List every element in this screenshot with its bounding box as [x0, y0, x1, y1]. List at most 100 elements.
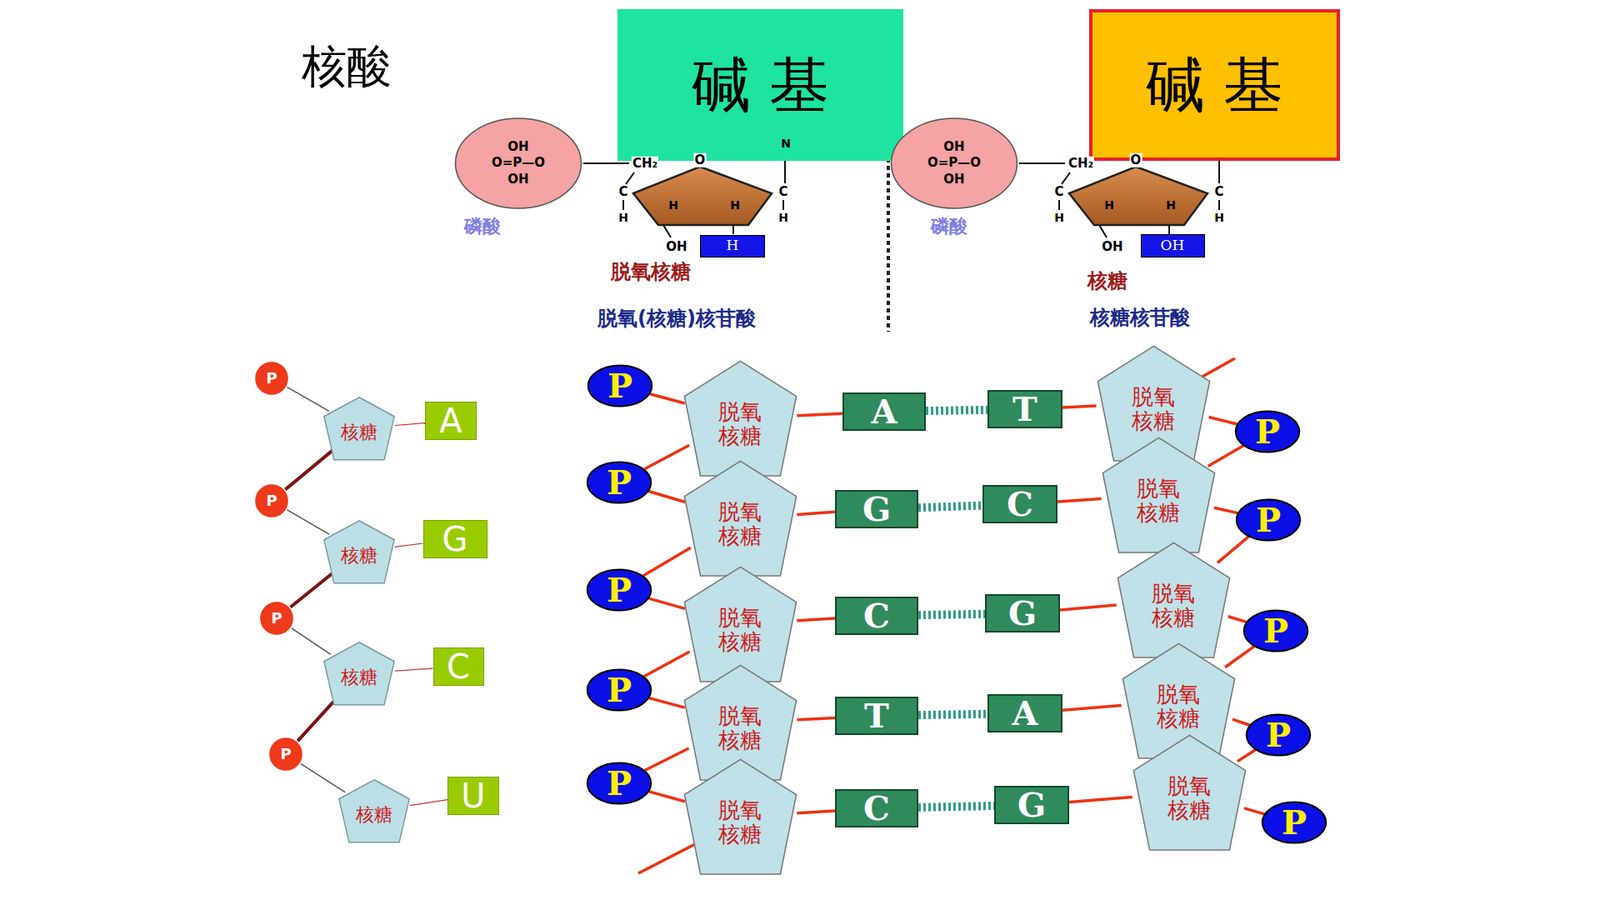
bond-connector	[649, 698, 685, 709]
base-box: G	[994, 785, 1070, 825]
bond-connector	[1237, 750, 1256, 762]
node-text: C	[1006, 485, 1034, 524]
phosphate-ellipse-shape	[891, 118, 1018, 209]
hydrogen-bond	[918, 614, 985, 615]
text-group: C	[863, 596, 890, 635]
phosphate-ellipse-shape	[587, 763, 651, 805]
node-text: P	[606, 670, 632, 710]
phosphate-ellipse: P	[586, 669, 652, 711]
atom-label: O	[1130, 153, 1143, 168]
text-group: 脱氧 核糖	[715, 692, 765, 752]
text-group: C	[1006, 485, 1034, 524]
bond-line	[583, 162, 630, 165]
text-group: OHO=P—OOH	[927, 139, 981, 189]
backbone-line	[638, 843, 697, 874]
bond-connector	[1232, 719, 1250, 725]
node-text: P	[606, 570, 632, 610]
node-text: U	[460, 776, 485, 815]
text-group: C	[863, 789, 890, 828]
text-group: P	[1255, 500, 1281, 540]
base-box: U	[447, 776, 500, 815]
group-box: OH	[1140, 234, 1205, 258]
node-text: P	[1281, 803, 1307, 842]
bond-connector	[1057, 499, 1102, 502]
bond-connector	[1244, 808, 1265, 815]
ribose-pentagon-shape	[339, 779, 410, 842]
node-text: 核糖	[340, 666, 378, 688]
atom-label: C	[1053, 185, 1065, 200]
text-group: 核糖	[340, 658, 378, 688]
bond-connector	[290, 628, 330, 655]
node-text: C	[863, 789, 890, 828]
bond-line	[1099, 225, 1107, 238]
text-group: P	[1263, 611, 1289, 650]
base-box: G	[835, 490, 919, 529]
atom-label: H	[1104, 199, 1115, 212]
bond-connector	[395, 668, 434, 671]
bond-line	[1168, 225, 1170, 235]
deoxyribose-ring	[633, 166, 772, 225]
atom-label: OH	[665, 240, 687, 255]
text-group: 碱 基	[1145, 50, 1285, 120]
node-text: 脱氧 核糖	[1164, 774, 1215, 822]
text-group: 脱氧 核糖	[1153, 670, 1204, 730]
bond-connector	[286, 386, 330, 411]
text-group: P	[1281, 803, 1307, 842]
phosphate-circle: P	[254, 483, 290, 519]
atom-label: H	[730, 199, 740, 212]
deoxyribose-pentagon-shape	[684, 759, 796, 875]
phosphate-ellipse: P	[1261, 801, 1327, 844]
text-group: 脱氧 核糖	[715, 786, 765, 846]
hydrogen-bond	[918, 714, 988, 715]
atom-label: H	[1165, 199, 1176, 212]
node-text: 脱氧 核糖	[1133, 476, 1184, 525]
bond-connector	[1060, 605, 1117, 610]
text-group: P	[606, 670, 632, 710]
bond-line	[782, 200, 785, 210]
node-text: P	[606, 764, 632, 803]
hydrogen-bond	[918, 805, 995, 808]
text-group: G	[1008, 594, 1037, 633]
phosphate-circle: P	[254, 360, 290, 396]
text-group: T	[1012, 390, 1038, 429]
base-box: 碱 基	[617, 9, 904, 161]
text-group: 核糖	[340, 536, 378, 566]
base-box: G	[423, 520, 488, 559]
bond-line	[663, 225, 671, 238]
node-text: T	[1012, 390, 1038, 429]
node-text: O=P—O	[491, 155, 545, 172]
bond-connector	[649, 598, 685, 609]
ribose-pentagon: 核糖	[323, 641, 395, 706]
bond-connector	[645, 748, 690, 771]
bond-line	[622, 200, 625, 210]
phosphate-ellipse-shape	[587, 462, 651, 504]
node-text: A	[1011, 694, 1038, 733]
atom-label: C	[777, 185, 789, 200]
title-text: 核酸	[301, 41, 392, 91]
bond-connector	[395, 423, 425, 426]
bond-line	[1061, 172, 1070, 185]
bond-connector	[409, 800, 448, 806]
phosphate-ellipse: P	[587, 365, 653, 407]
text-group: P	[1255, 412, 1280, 451]
text-group: G	[862, 490, 891, 529]
text-group: P	[265, 370, 277, 388]
text-group: 核糖	[340, 413, 378, 443]
node-text: P	[1255, 412, 1280, 451]
bond-line	[732, 225, 735, 235]
node-text: A	[439, 401, 462, 440]
bond-connector	[644, 445, 690, 470]
caption-label: 脱氧核糖	[610, 260, 691, 283]
node-text: P	[1265, 715, 1291, 755]
text-group: 脱氧 核糖	[715, 488, 765, 548]
deoxyribose-pentagon: 脱氧 核糖	[683, 360, 798, 477]
atom-label: CH₂	[1067, 156, 1095, 171]
phosphate-circle: P	[268, 736, 304, 772]
node-text: 核糖	[355, 804, 393, 825]
text-group: A	[1011, 694, 1038, 733]
text-group: A	[870, 392, 897, 431]
atom-label: C	[1213, 185, 1225, 200]
ribose-pentagon-shape	[324, 641, 395, 705]
node-text: P	[265, 370, 277, 388]
bond-connector	[290, 573, 333, 608]
